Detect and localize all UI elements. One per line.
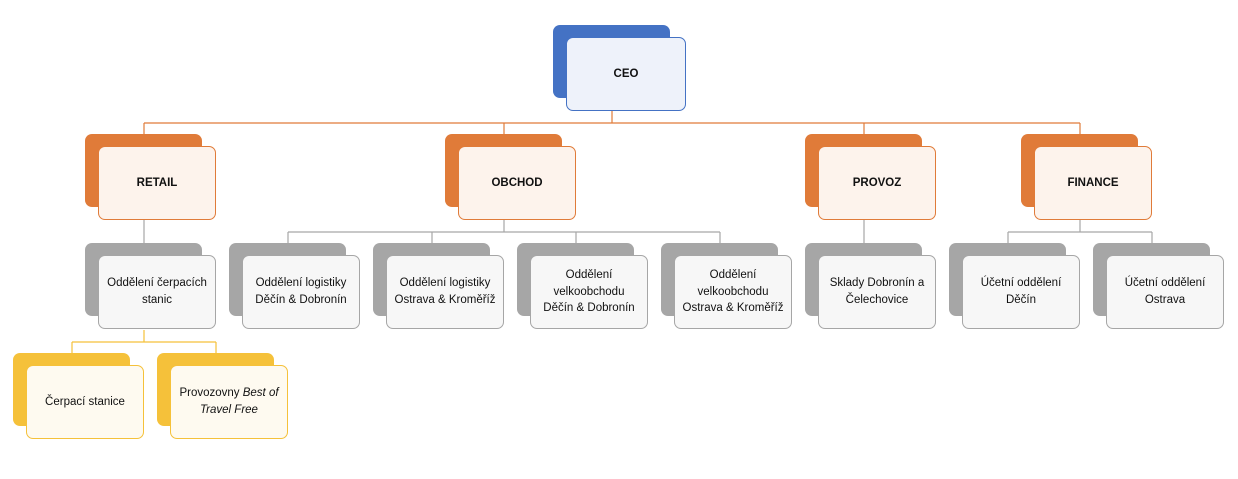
node-label-line: Ostrava & Kroměříž <box>394 294 496 306</box>
node-label-line: stanic <box>141 294 173 306</box>
node-label-line: Ostrava <box>1144 294 1186 306</box>
node-ceo-label: CEO <box>613 67 639 80</box>
node-label-line: Děčín & Dobronín <box>255 294 347 306</box>
node-label-line: Děčín <box>1005 294 1037 306</box>
node-label-line: Účetní oddělení <box>980 277 1062 290</box>
node-label-line: velkoobchodu <box>553 285 625 298</box>
node-label-line: Oddělení čerpacích <box>107 277 207 290</box>
node-label-italic: Best of <box>242 387 279 400</box>
node-label-line: Oddělení logistiky <box>255 277 347 290</box>
node-finance-label: FINANCE <box>1067 176 1119 189</box>
node-label-line: Děčín & Dobronín <box>543 302 635 315</box>
node-label-line: Čelechovice <box>845 294 909 306</box>
node-label-line: Oddělení <box>565 268 613 281</box>
node-label-line: Účetní oddělení <box>1124 277 1206 290</box>
node-label-italic: Travel Free <box>200 404 258 416</box>
node-label-line: Oddělení logistiky <box>399 277 491 290</box>
node-retail-label: RETAIL <box>136 176 178 189</box>
node-label-line: Provozovny Best of <box>179 385 278 402</box>
node-label-line: Oddělení <box>709 268 757 281</box>
node-obchod-label: OBCHOD <box>491 176 543 189</box>
node-label-text: Provozovny <box>179 387 240 400</box>
node-label-line: Čerpací stanice <box>45 395 125 408</box>
node-label-line: Ostrava & Kroměříž <box>682 302 784 315</box>
node-provoz-label: PROVOZ <box>852 176 902 189</box>
node-label-line: Sklady Dobronín a <box>829 277 925 290</box>
node-label-line: velkoobchodu <box>697 285 769 298</box>
